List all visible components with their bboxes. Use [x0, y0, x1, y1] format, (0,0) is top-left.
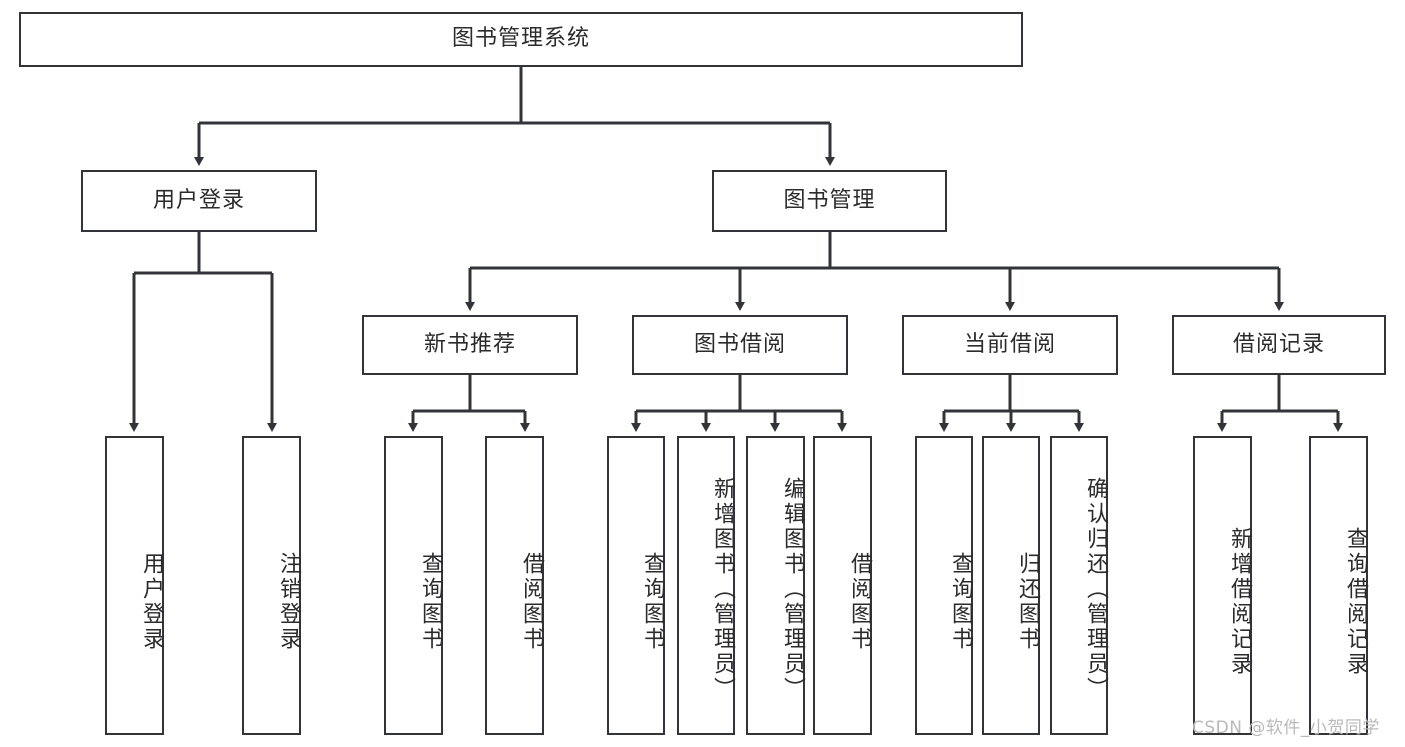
leaf-query-book-2[interactable]: 查询图书 [607, 436, 665, 735]
node-user-login-label: 用户登录 [152, 187, 245, 213]
node-user-login[interactable]: 用户登录 [81, 170, 317, 232]
leaf-borrow-book-2-label: 借阅图书 [847, 551, 872, 652]
leaf-return-book[interactable]: 归还图书 [982, 436, 1040, 735]
leaf-logout-login-label: 注销登录 [276, 551, 301, 652]
leaf-edit-book[interactable]: 编辑图书（管理员） [746, 436, 805, 735]
leaf-query-record[interactable]: 查询借阅记录 [1309, 436, 1368, 735]
leaf-query-book-3[interactable]: 查询图书 [915, 436, 973, 735]
leaf-logout-login[interactable]: 注销登录 [242, 436, 301, 735]
leaf-confirm-return[interactable]: 确认归还（管理员） [1050, 436, 1108, 735]
leaf-return-book-label: 归还图书 [1015, 551, 1040, 652]
node-book-manage-label: 图书管理 [783, 187, 876, 213]
node-current-borrow[interactable]: 当前借阅 [902, 315, 1118, 375]
node-borrow-record[interactable]: 借阅记录 [1172, 315, 1386, 375]
leaf-add-book[interactable]: 新增图书（管理员） [677, 436, 735, 735]
leaf-user-login[interactable]: 用户登录 [105, 436, 164, 735]
node-book-borrow-label: 图书借阅 [693, 331, 786, 357]
leaf-borrow-book-1-label: 借阅图书 [519, 551, 544, 652]
node-current-borrow-label: 当前借阅 [963, 331, 1056, 357]
leaf-query-book-1-label: 查询图书 [418, 551, 443, 652]
leaf-query-book-2-label: 查询图书 [640, 551, 665, 652]
leaf-add-record-label: 新增借阅记录 [1227, 526, 1252, 677]
node-root[interactable]: 图书管理系统 [19, 12, 1023, 67]
leaf-borrow-book-2[interactable]: 借阅图书 [813, 436, 872, 735]
leaf-borrow-book-1[interactable]: 借阅图书 [485, 436, 544, 735]
leaf-query-record-label: 查询借阅记录 [1343, 526, 1368, 677]
leaf-query-book-1[interactable]: 查询图书 [384, 436, 443, 735]
leaf-edit-book-label: 编辑图书（管理员） [780, 477, 805, 702]
leaf-user-login-label: 用户登录 [139, 551, 164, 652]
node-new-book-recommend-label: 新书推荐 [423, 331, 516, 357]
leaf-add-record[interactable]: 新增借阅记录 [1193, 436, 1252, 735]
csdn-watermark: CSDN @软件_小贺同学 [1192, 718, 1380, 738]
node-new-book-recommend[interactable]: 新书推荐 [362, 315, 578, 375]
leaf-add-book-label: 新增图书（管理员） [710, 477, 735, 702]
leaf-query-book-3-label: 查询图书 [948, 551, 973, 652]
node-root-label: 图书管理系统 [451, 26, 590, 52]
node-book-manage[interactable]: 图书管理 [712, 170, 947, 232]
node-borrow-record-label: 借阅记录 [1232, 331, 1325, 357]
leaf-confirm-return-label: 确认归还（管理员） [1083, 477, 1108, 702]
node-book-borrow[interactable]: 图书借阅 [632, 315, 848, 375]
